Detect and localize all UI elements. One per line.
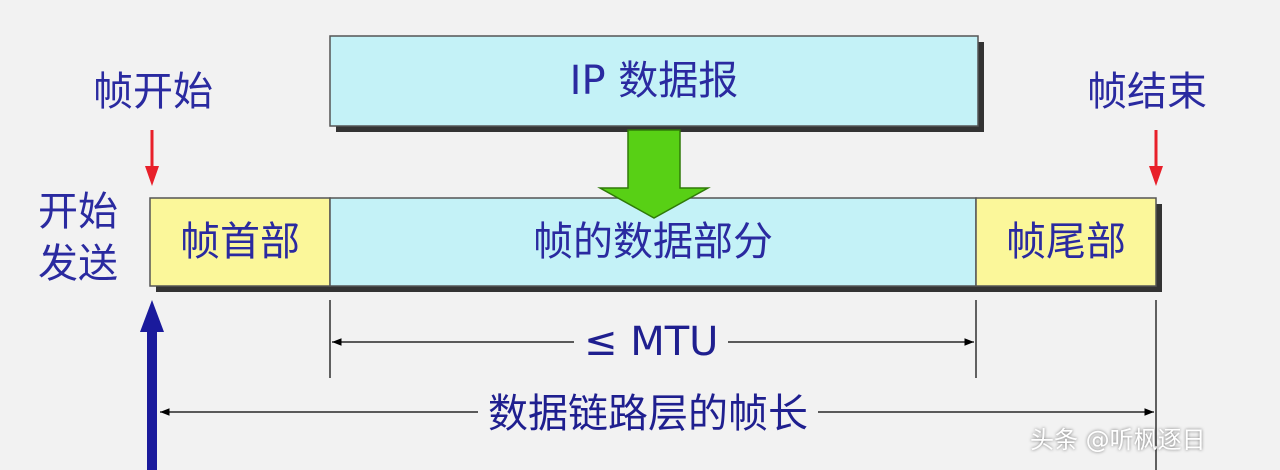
frame-end-label: 帧结束 [1087,69,1207,115]
frame-trailer-box [975,197,1157,287]
start-send-label-line2: 发送 [38,241,118,287]
encapsulate-arrow-icon [597,129,711,219]
ip-datagram-box [329,35,979,127]
frame-data-label: 帧的数据部分 [533,219,773,265]
start-send-arrow-icon [140,300,164,332]
watermark: 头条 @听枫逐日 [1030,426,1206,454]
start-send-arrow-shaft [147,330,157,470]
frame-length-label: 数据链路层的帧长 [478,394,818,434]
frame-end-arrow-icon [1149,166,1163,186]
mtu-label: ≤ MTU [574,322,729,362]
frame-start-label: 帧开始 [93,69,213,115]
frame-trailer-label: 帧尾部 [1006,219,1126,265]
start-send-label-line1: 开始 [38,189,118,235]
frame-start-arrow-icon [145,166,159,186]
frame-header-label: 帧首部 [180,219,300,265]
ip-datagram-label: IP 数据报 [569,58,739,104]
